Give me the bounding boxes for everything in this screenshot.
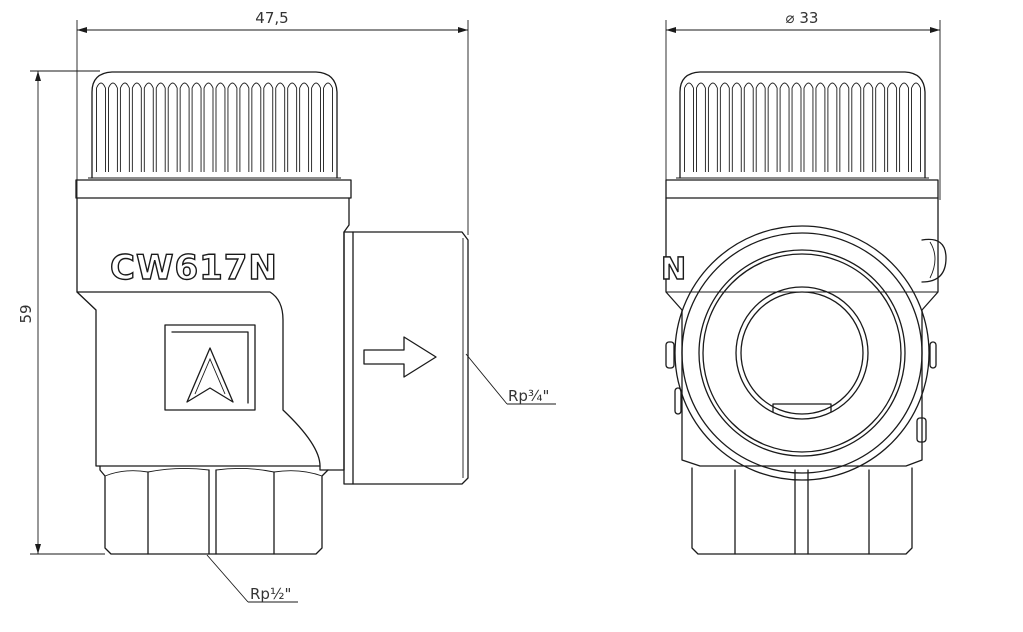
- cap-flute: [696, 82, 706, 172]
- width-dimension-label: 47,5: [255, 9, 288, 27]
- cap-flute: [815, 82, 826, 172]
- cap-flute: [887, 82, 898, 172]
- cap-flute: [96, 82, 106, 172]
- width-dimension: 47,5: [76, 9, 469, 235]
- cap-flute: [851, 82, 862, 172]
- cap-flute: [167, 82, 178, 172]
- side-view: 47,5 59 CW617N: [17, 9, 556, 603]
- front-cap-flutes: [684, 82, 921, 172]
- cap-flute: [155, 82, 166, 172]
- cap-flute: [143, 82, 154, 172]
- height-dimension-label: 59: [17, 304, 35, 323]
- cap-flute: [179, 82, 190, 172]
- cap-flute: [299, 82, 310, 172]
- cap-flute: [191, 82, 202, 172]
- cap-flute: [203, 82, 214, 172]
- cap-flute: [239, 82, 250, 172]
- cap-flute: [827, 82, 838, 172]
- cap-flute: [911, 82, 921, 172]
- cap-flute: [119, 82, 130, 172]
- cap-flute: [287, 82, 298, 172]
- valve-body: CW617N: [76, 197, 350, 471]
- cap-flute: [755, 82, 766, 172]
- outlet-connection: [343, 231, 469, 485]
- front-inlet-connection: [691, 467, 913, 555]
- cap-flute: [263, 82, 274, 172]
- diameter-dimension: ⌀ 33: [665, 9, 941, 200]
- knurled-cap: [75, 71, 352, 199]
- cap-flute: [131, 82, 142, 172]
- cap-flute: [275, 82, 286, 172]
- body-marking: CW617N: [110, 248, 278, 288]
- cap-flute: [731, 82, 742, 172]
- cap-flute: [215, 82, 226, 172]
- outlet-port: [674, 225, 930, 481]
- cap-flute: [108, 82, 118, 172]
- inlet-thread-label: Rp½": [250, 585, 291, 603]
- outlet-thread-label: Rp¾": [508, 387, 549, 405]
- cap-flute: [719, 82, 730, 172]
- cap-flute: [323, 82, 333, 172]
- cap-flute: [767, 82, 778, 172]
- outlet-thread-callout: Rp¾": [465, 353, 556, 405]
- front-side-marking: N: [661, 252, 687, 287]
- cap-flute: [227, 82, 238, 172]
- cap-flute: [707, 82, 718, 172]
- cap-flute: [779, 82, 790, 172]
- cap-flute: [684, 82, 694, 172]
- cap-flute: [863, 82, 874, 172]
- inlet-thread-callout: Rp½": [206, 554, 298, 603]
- cap-flute: [899, 82, 909, 172]
- cap-flute: [839, 82, 850, 172]
- front-view: ⌀ 33 N: [660, 9, 947, 555]
- front-valve-body: N: [660, 197, 947, 467]
- inlet-connection: [99, 465, 329, 555]
- cap-flute: [791, 82, 802, 172]
- height-dimension: 59: [17, 70, 105, 555]
- cap-flute: [311, 82, 321, 172]
- front-knurled-cap: [665, 71, 939, 199]
- cap-flute: [803, 82, 814, 172]
- logo-emblem: [164, 324, 256, 411]
- flow-arrow-icon: [363, 336, 437, 378]
- cap-flute: [875, 82, 886, 172]
- cap-flute: [743, 82, 754, 172]
- cap-flutes: [96, 82, 333, 172]
- cap-flute: [251, 82, 262, 172]
- diameter-dimension-label: ⌀ 33: [786, 9, 819, 27]
